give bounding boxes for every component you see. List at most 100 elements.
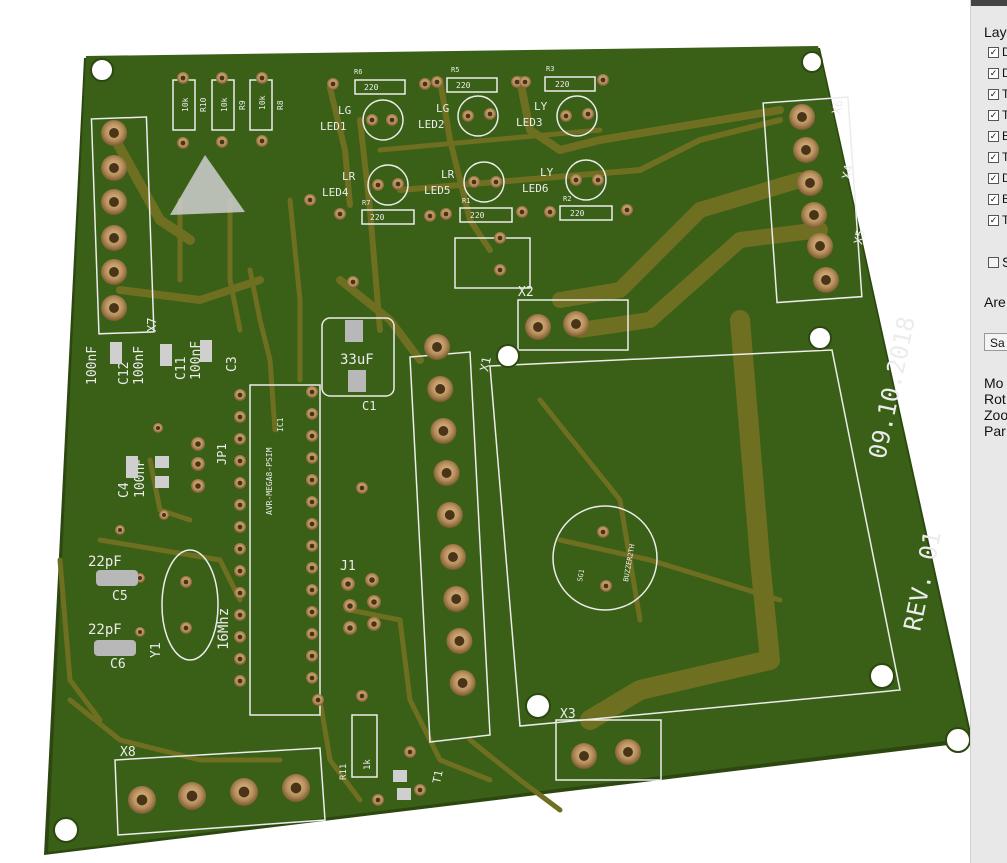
svg-text:LED3: LED3 [516,116,543,129]
svg-text:X1: X1 [477,356,494,373]
pad-hole [585,111,591,117]
pad-hole [801,145,811,155]
pad-hole [497,235,503,241]
pad-hole [821,275,831,285]
svg-text:T1: T1 [430,769,445,785]
pad-hole [237,590,243,596]
svg-text:C4: C4 [117,482,132,498]
pad-hole [138,576,142,580]
pad-hole [805,178,815,188]
layer-checkbox[interactable]: ✓ [988,47,999,58]
pcb-3d-viewport[interactable]: 09.10.2018 REV. 01 LG LED1 LG LED2 LY LE… [0,0,970,863]
pad-hole [109,128,119,138]
pad-hole [809,210,819,220]
svg-text:C12: C12 [117,362,132,385]
layer-checkbox[interactable]: ✓ [988,131,999,142]
extra-checkbox[interactable] [988,257,999,268]
pad-hole [797,112,807,122]
svg-text:1k: 1k [363,759,373,770]
pad-hole [471,179,477,185]
svg-text:Y1: Y1 [149,642,164,658]
pad-hole [290,782,302,794]
pad-hole [497,267,503,273]
pad-hole [395,181,401,187]
pad-hole [444,510,455,520]
silkscreen-outlines [90,76,901,836]
pad-hole [600,77,606,83]
pad-hole [448,552,458,562]
svg-text:100nF: 100nF [132,346,147,385]
pad-hole [815,241,825,251]
svg-text:33uF: 33uF [340,352,374,368]
svg-text:R9: R9 [238,100,247,110]
svg-text:C6: C6 [110,657,126,672]
pad-hole [109,267,119,277]
pad-hole [347,625,353,631]
pad-hole [623,747,633,757]
pad-hole [603,583,609,589]
viewer-control-panel: Lay ✓D ✓D ✓T ✓T ✓B ✓T ✓D ✓B ✓T S Are Sa … [970,0,1007,863]
pad-hole [371,621,377,627]
pad-hole [579,751,589,761]
pad-hole [487,111,493,117]
layer-checkbox[interactable]: ✓ [988,110,999,121]
layer-checkbox[interactable]: ✓ [988,152,999,163]
pad-hole [547,209,553,215]
pad-hole [309,587,315,593]
info-rotation: Rot [984,391,1006,407]
pad-hole [238,786,250,798]
svg-text:LED4: LED4 [322,186,349,199]
pad-hole [237,656,243,662]
pad-hole [237,392,243,398]
pad-hole [389,117,395,123]
svg-text:220: 220 [370,213,385,222]
pad-hole [183,579,189,585]
pad-hole [563,113,569,119]
layer-checkbox[interactable]: ✓ [988,68,999,79]
svg-text:X3: X3 [560,707,576,722]
layer-checkbox[interactable]: ✓ [988,89,999,100]
pad-hole [109,197,119,207]
pad-hole [315,697,321,703]
pad-hole [359,693,365,699]
pcb-board-render[interactable]: 09.10.2018 REV. 01 LG LED1 LG LED2 LY LE… [0,0,970,863]
pad-hole [347,603,353,609]
svg-text:100nF: 100nF [85,346,100,385]
pad-hole [237,634,243,640]
pad-hole [195,441,201,447]
svg-text:220: 220 [555,80,570,89]
svg-text:X6: X6 [829,99,846,116]
pad-hole [195,483,201,489]
area-select[interactable]: Sa [984,333,1007,351]
layer-checkbox[interactable]: ✓ [988,173,999,184]
pad-hole [309,543,315,549]
pad-hole [259,138,265,144]
svg-text:220: 220 [456,81,471,90]
svg-text:C1: C1 [362,399,376,413]
svg-text:10k: 10k [258,95,267,110]
pad-hole [571,319,581,329]
pad-hole [493,179,499,185]
pad-hole [337,211,343,217]
pad-hole [441,468,452,478]
pad-hole [309,477,315,483]
pad-hole [109,303,119,313]
svg-text:220: 220 [364,83,379,92]
svg-text:IC1: IC1 [276,417,285,432]
pad-hole [407,749,413,755]
svg-text:22pF: 22pF [88,554,122,570]
layer-checkbox[interactable]: ✓ [988,215,999,226]
svg-text:LED1: LED1 [320,120,347,133]
layer-checkbox[interactable]: ✓ [988,194,999,205]
pad-hole [195,461,201,467]
pad-hole [359,485,365,491]
svg-text:R5: R5 [451,66,459,74]
pad-hole [519,209,525,215]
pad-hole [345,581,351,587]
pad-hole [219,75,225,81]
svg-text:C3: C3 [225,356,240,372]
pad-hole [156,426,160,430]
svg-text:X7: X7 [145,318,159,332]
pad-hole [309,631,315,637]
pad-hole [438,426,449,436]
